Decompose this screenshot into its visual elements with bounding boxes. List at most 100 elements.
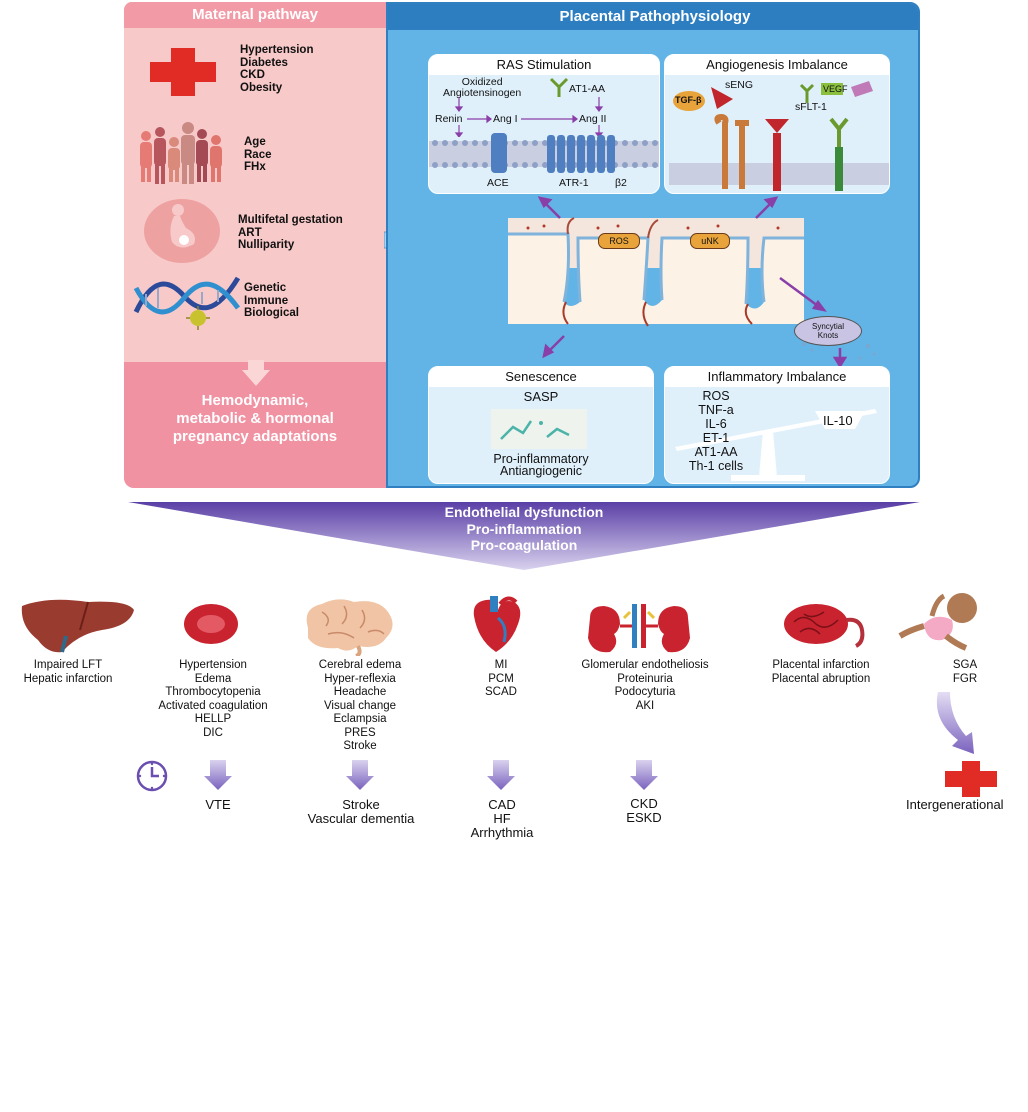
inflammatory-item: TNF-a xyxy=(698,403,734,417)
maternal-item: Biological xyxy=(244,307,299,319)
neurologic-long-term: Stroke Vascular dementia xyxy=(280,798,442,826)
brain-icon xyxy=(306,599,393,656)
renin-label: Renin xyxy=(435,113,463,125)
ras-stimulation-box: RAS Stimulation Oxidized Angiotensinogen… xyxy=(428,54,660,194)
red-blood-cell-icon xyxy=(184,604,238,644)
placental-pathophysiology-title: Placental Pathophysiology xyxy=(388,4,918,30)
outcome-item: PCM xyxy=(488,672,514,685)
outcome-item: Thrombocytopenia xyxy=(165,686,261,698)
outcome-item: SCAD xyxy=(485,686,517,698)
maternal-group-genetic: Genetic Immune Biological xyxy=(244,282,299,320)
angiogenesis-imbalance-title: Angiogenesis Imbalance xyxy=(665,55,889,75)
senescence-line: Pro-inflammatory xyxy=(493,452,589,466)
liver-outcomes: Impaired LFT Hepatic infarction xyxy=(0,659,136,686)
knots-line: Syncytial xyxy=(811,322,844,331)
pregnancy-adaptations-text: Hemodynamic, metabolic & hormonal pregna… xyxy=(124,392,386,446)
maternal-item: Genetic xyxy=(244,282,287,294)
red-cross-icon xyxy=(945,761,997,797)
outcome-item: Cerebral edema xyxy=(318,659,402,671)
outcome-item: DIC xyxy=(203,726,223,739)
long-term-item: CAD xyxy=(488,797,516,812)
knots-line: Knots xyxy=(817,331,839,340)
sflt1-label: sFLT-1 xyxy=(795,101,827,113)
renal-long-term: CKD ESKD xyxy=(604,797,684,825)
outcome-item: FGR xyxy=(952,672,978,685)
outcome-item: Glomerular endotheliosis xyxy=(581,659,709,671)
long-term-item: VTE xyxy=(205,797,231,812)
long-term-item: Vascular dementia xyxy=(307,811,415,826)
vegf-label: VEGF xyxy=(823,84,848,94)
pregnant-woman-icon xyxy=(144,199,220,263)
long-term-arrows xyxy=(204,760,658,790)
beta2-label: β2 xyxy=(615,177,627,189)
hematologic-outcomes: Hypertension Edema Thrombocytopenia Acti… xyxy=(140,659,286,740)
long-term-item: CKD xyxy=(630,796,658,811)
senescence-line: Antiangiogenic xyxy=(499,464,582,478)
ras-stimulation-title: RAS Stimulation xyxy=(429,55,659,75)
liver-icon xyxy=(21,599,134,653)
maternal-group-pregnancy: Multifetal gestation ART Nulliparity xyxy=(238,214,343,252)
ang1-label: Ang I xyxy=(493,113,518,125)
angiogenesis-imbalance-box: Angiogenesis Imbalance TGF-β sENG VEGF s… xyxy=(664,54,890,194)
convergence-text: Endothelial dysfunction Pro-inflammation… xyxy=(128,504,920,554)
adaptation-line: metabolic & hormonal xyxy=(176,410,334,427)
outcome-item: Headache xyxy=(333,686,387,698)
outcome-item: Hepatic infarction xyxy=(23,672,113,685)
inflammatory-item: ET-1 xyxy=(702,431,730,445)
syncytial-knots-badge: Syncytial Knots xyxy=(794,316,862,346)
tgfb-label: TGF-β xyxy=(675,95,702,105)
outcome-item: SGA xyxy=(952,659,978,671)
vte-long-term: VTE xyxy=(178,798,258,812)
ras-arrows xyxy=(454,97,604,137)
red-cross-icon xyxy=(150,48,216,96)
placental-arrows xyxy=(537,196,876,369)
outcome-item: Stroke xyxy=(343,740,377,752)
senescence-effects: Pro-inflammatory Antiangiogenic xyxy=(429,452,653,478)
at1aa-label: AT1-AA xyxy=(569,83,605,95)
curved-arrow-icon xyxy=(936,692,974,754)
antibody-icon xyxy=(549,77,569,97)
outcome-item: Activated coagulation xyxy=(158,699,268,712)
placental-outcomes: Placental infarction Placental abruption xyxy=(744,659,898,686)
adaptation-line: Hemodynamic, xyxy=(201,392,309,409)
outcome-item: HELLP xyxy=(194,713,232,725)
kidneys-icon xyxy=(588,604,690,653)
seng-label: sENG xyxy=(725,79,754,91)
cardiac-outcomes: MI PCM SCAD xyxy=(456,659,546,700)
outcome-item: Placental abruption xyxy=(771,672,871,685)
maternal-item: Nulliparity xyxy=(238,239,295,251)
outcome-item: Visual change xyxy=(323,699,397,712)
adaptation-line: pregnancy adaptations xyxy=(172,428,338,445)
senescence-title: Senescence xyxy=(429,367,653,387)
convergence-line: Pro-coagulation xyxy=(470,537,578,553)
ang2-label: Ang II xyxy=(579,113,607,125)
heart-icon xyxy=(473,596,521,652)
proinflammatory-list: ROS TNF-a IL-6 ET-1 AT1-AA Th-1 cells xyxy=(681,389,751,473)
outcome-item: AKI xyxy=(635,699,655,712)
inflammatory-imbalance-box: Inflammatory Imbalance ROS TNF-a IL-6 ET… xyxy=(664,366,890,484)
maternal-item: Diabetes xyxy=(240,56,288,69)
convergence-funnel xyxy=(128,502,920,570)
inflammatory-item: IL-6 xyxy=(705,417,727,431)
down-arrow-icon xyxy=(242,360,270,386)
maternal-group-comorbidities: Hypertension Diabetes CKD Obesity xyxy=(240,44,314,94)
il10-label: IL-10 xyxy=(823,413,853,428)
atr1-label: ATR-1 xyxy=(559,177,589,189)
placental-pathophysiology-panel: Placental Pathophysiology RAS Stimulatio… xyxy=(386,2,920,488)
people-icon xyxy=(140,122,222,184)
outcome-item: Eclampsia xyxy=(333,713,387,725)
sasp-label: SASP xyxy=(523,389,559,404)
balance-scale-icon xyxy=(675,409,877,481)
maternal-item: Hypertension xyxy=(240,44,314,56)
inflammatory-imbalance-title: Inflammatory Imbalance xyxy=(665,367,889,387)
neurologic-outcomes: Cerebral edema Hyper-reflexia Headache V… xyxy=(290,659,430,754)
convergence-line: Pro-inflammation xyxy=(466,520,582,537)
label-line: Oxidized xyxy=(461,76,503,88)
maternal-item: Age xyxy=(244,136,266,148)
long-term-item: HF xyxy=(493,811,511,826)
clock-icon xyxy=(136,760,168,792)
outcome-item: MI xyxy=(494,659,508,671)
inflammatory-item: AT1-AA xyxy=(694,445,738,459)
maternal-pathway-panel: Maternal pathway Hypertension Diabetes C… xyxy=(124,2,386,488)
outcome-item: Impaired LFT xyxy=(33,659,103,671)
